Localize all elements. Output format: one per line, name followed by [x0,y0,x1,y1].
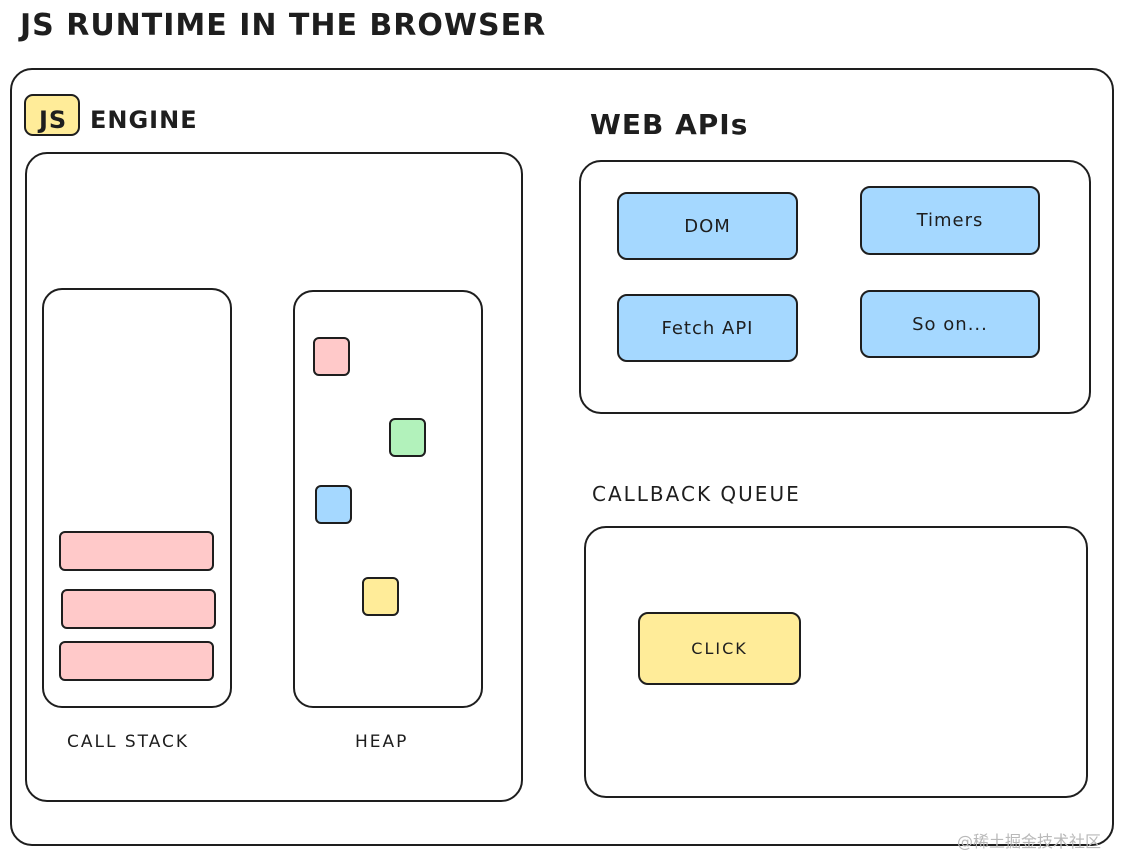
call-stack-label: CALL STACK [67,732,190,752]
web-api-timers: Timers [860,186,1040,255]
js-badge [24,94,80,136]
heap-object-red [313,337,350,376]
callback-click: CLICK [638,612,801,685]
diagram-title: JS RUNTIME IN THE BROWSER [20,8,547,43]
web-api-fetch: Fetch API [617,294,798,362]
heap-object-green [389,418,426,457]
web-apis-title: WEB APIs [590,108,749,141]
stack-frame [59,531,214,571]
web-api-dom: DOM [617,192,798,260]
call-stack [42,288,232,708]
heap-object-blue [315,485,352,524]
heap-label: HEAP [355,732,409,752]
stack-frame [61,589,216,629]
callback-queue-title: CALLBACK QUEUE [592,482,801,506]
web-api-so-on: So on... [860,290,1040,358]
heap-object-yellow [362,577,399,616]
js-badge-text: JS [39,106,68,134]
watermark: @稀土掘金技术社区 [957,832,1102,851]
stack-frame [59,641,214,681]
engine-label: ENGINE [90,106,198,134]
